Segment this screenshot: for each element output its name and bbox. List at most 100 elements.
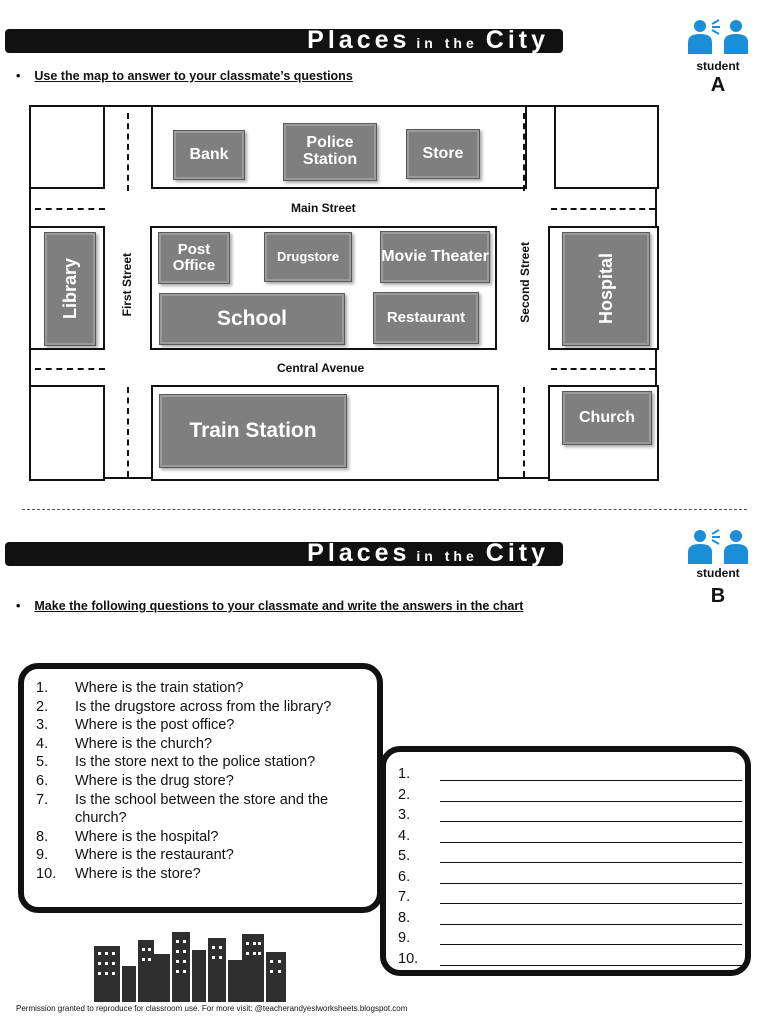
- question-text: Is the store next to the police station?: [75, 754, 316, 771]
- answer-line[interactable]: [440, 821, 742, 822]
- question-number: 8.: [36, 828, 49, 845]
- title-word: City: [485, 539, 549, 567]
- building-church: Church: [562, 391, 652, 445]
- question-number: 6.: [36, 772, 49, 789]
- building-hospital-label: Hospital: [595, 253, 616, 325]
- answer-line[interactable]: [440, 780, 742, 781]
- answer-line[interactable]: [440, 903, 742, 904]
- street-label-central: Central Avenue: [277, 361, 365, 375]
- title-bar-a: Places in the City: [5, 26, 563, 55]
- answer-number: 3.: [398, 807, 411, 823]
- street-divider: [35, 208, 105, 210]
- street-divider: [35, 368, 105, 370]
- street-divider: [523, 113, 525, 191]
- title-word: in the: [416, 35, 478, 51]
- building-restaurant: Restaurant: [373, 292, 479, 344]
- question-number: 5.: [36, 754, 49, 771]
- question-text: Where is the store?: [75, 865, 201, 882]
- street-divider: [523, 387, 525, 477]
- street-label-main: Main Street: [291, 201, 356, 215]
- question-number: 4.: [36, 735, 49, 752]
- building-post-office: Post Office: [158, 232, 230, 284]
- instruction-b: •Make the following questions to your cl…: [16, 599, 524, 613]
- answer-row: 9.: [398, 930, 742, 951]
- building-police-station: Police Station: [283, 123, 377, 181]
- question-number: 3.: [36, 717, 49, 734]
- answer-line[interactable]: [440, 964, 742, 966]
- answer-row: 7.: [398, 889, 742, 910]
- question-text: Where is the train station?: [75, 680, 244, 696]
- question-item: 6. Where is the drug store?: [36, 772, 376, 791]
- students-talking-icon: [688, 529, 748, 564]
- street-divider: [127, 113, 129, 191]
- answer-number: 1.: [398, 766, 411, 782]
- building-bank: Bank: [173, 130, 245, 180]
- student-letter: B: [710, 585, 726, 607]
- answer-line[interactable]: [440, 862, 742, 863]
- answer-number: 7.: [398, 889, 411, 905]
- question-text: Where is the church?: [75, 735, 213, 752]
- street-label-second: Second Street: [518, 242, 532, 323]
- question-text: Where is the hospital?: [75, 828, 219, 845]
- answer-row: 8.: [398, 909, 742, 931]
- building-movie-theater: Movie Theater: [380, 231, 490, 283]
- street-label-first: First Street: [120, 253, 134, 317]
- building-hospital: Hospital: [562, 232, 650, 346]
- question-text: Where is the drug store?: [75, 772, 234, 789]
- students-talking-icon: [688, 19, 748, 54]
- instruction-a: •Use the map to answer to your classmate…: [16, 69, 353, 83]
- title-word: Places: [307, 26, 411, 54]
- question-number: 1.: [36, 680, 49, 696]
- title-word: City: [485, 26, 549, 54]
- answer-row: 2.: [398, 787, 742, 808]
- question-item: 1. Where is the train station?: [36, 679, 376, 698]
- answer-row: 4.: [398, 827, 742, 849]
- question-number: 2.: [36, 698, 49, 715]
- street-divider: [551, 368, 655, 370]
- question-text: Where is the post office?: [75, 717, 235, 734]
- question-number: 7.: [36, 791, 49, 808]
- permission-footer: Permission granted to reproduce for clas…: [16, 1004, 408, 1013]
- question-text: Where is the restaurant?: [75, 847, 234, 864]
- answer-row: 10.: [398, 951, 742, 972]
- building-library: Library: [44, 232, 96, 346]
- question-item: 2. Is the drugstore across from the libra…: [36, 698, 376, 717]
- question-item: 7. Is the school between the store and th…: [36, 791, 376, 828]
- title-text: Places in the City: [307, 26, 549, 55]
- question-text: Is the drugstore across from the library…: [75, 698, 332, 715]
- building-library-label: Library: [59, 258, 80, 320]
- street-divider: [127, 387, 129, 477]
- question-item: 4. Where is the church?: [36, 735, 376, 754]
- answer-row: 6.: [398, 868, 742, 890]
- answer-number: 8.: [398, 909, 411, 926]
- building-school: School: [159, 293, 345, 345]
- answers-box: 1. 2. 3. 4. 5. 6. 7. 8. 9. 10.: [380, 746, 751, 976]
- answer-row: 3.: [398, 807, 742, 828]
- question-number: 10.: [36, 865, 57, 882]
- question-text: Is the school between the store and the …: [75, 791, 329, 827]
- student-label: student: [696, 566, 740, 580]
- answer-number: 6.: [398, 868, 411, 885]
- map-block: [29, 105, 105, 189]
- questions-list: 1. Where is the train station? 2. Is the d…: [36, 679, 376, 884]
- answer-line[interactable]: [440, 923, 742, 925]
- answers-list: 1. 2. 3. 4. 5. 6. 7. 8. 9. 10.: [398, 766, 742, 972]
- questions-box: 1. Where is the train station? 2. Is the d…: [18, 663, 383, 913]
- answer-number: 4.: [398, 827, 411, 844]
- answer-row: 1.: [398, 766, 742, 787]
- instruction-text: Make the following questions to your cla…: [34, 599, 524, 613]
- building-drugstore: Drugstore: [264, 232, 352, 282]
- question-item: 5. Is the store next to the police statio…: [36, 753, 376, 772]
- building-store: Store: [406, 129, 480, 179]
- answer-line[interactable]: [440, 841, 742, 843]
- answer-line[interactable]: [440, 800, 742, 802]
- title-word: in the: [416, 548, 478, 564]
- answer-line[interactable]: [440, 944, 742, 945]
- question-item: 3. Where is the post office?: [36, 716, 376, 735]
- answer-number: 9.: [398, 930, 411, 946]
- answer-line[interactable]: [440, 882, 742, 884]
- map-block: [554, 105, 659, 189]
- instruction-text: Use the map to answer to your classmate’…: [34, 69, 353, 83]
